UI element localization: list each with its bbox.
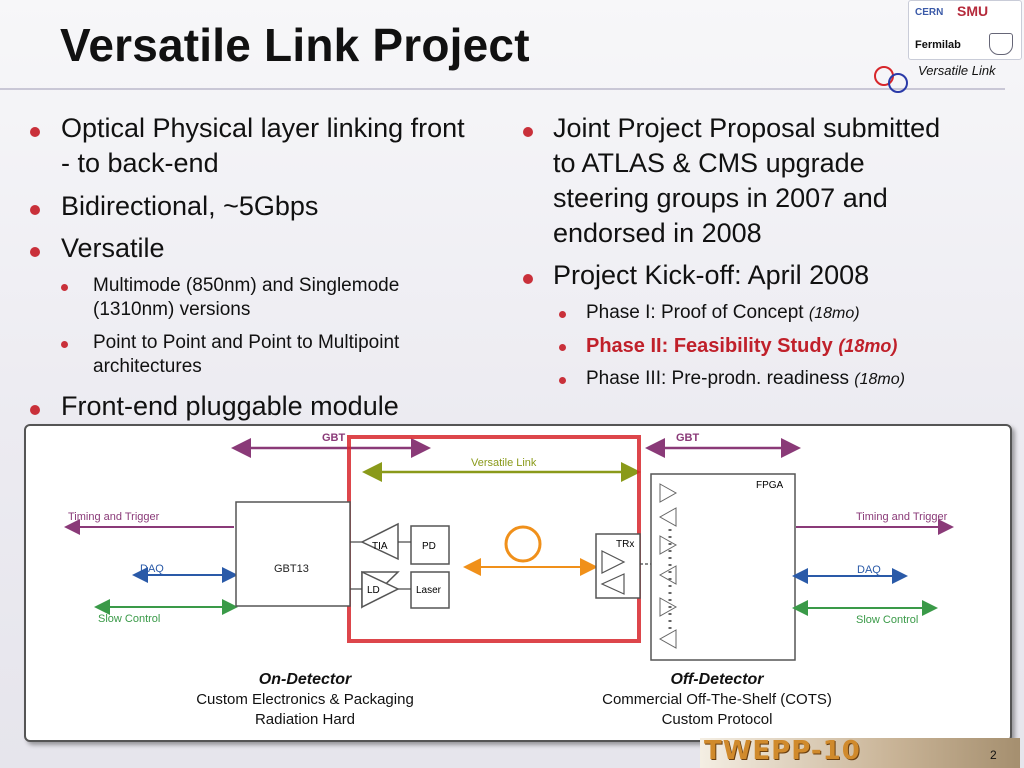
bullet-dot [523,111,533,146]
sub-bullet-modes: Multimode (850nm) and Singlemode [93,275,400,296]
bullet-joint-proposal: Joint Project Proposal submitted [553,113,941,143]
trx-rx-icon [601,550,626,574]
sub-bullet-dot [559,334,566,358]
gbt-right-label: GBT [676,432,700,444]
sub-bullet-dot [61,274,68,298]
sub-bullet-architectures: Point to Point and Point to Multipoint [93,332,400,353]
phase-2-label: Phase II: Feasibility Study [586,335,833,357]
partner-logos: CERN SMU Fermilab [908,0,1022,60]
bullet-dot [30,231,40,266]
timing-right-label: Timing and Trigger [856,511,948,523]
off-detector-line2: Custom Protocol [661,711,773,728]
on-detector-line1: Custom Electronics & Packaging [196,691,414,708]
footer-banner [700,738,1020,768]
phase-2: Phase II: Feasibility Study (18mo) [586,334,897,358]
gbt13-label: GBT13 [274,563,309,575]
timing-left-label: Timing and Trigger [68,511,160,523]
fermilab-logo: Fermilab [915,39,961,51]
fiber-coil-icon [504,525,542,563]
phase-3-label: Phase III: Pre-prodn. readiness [586,368,849,389]
phase-1-label: Phase I: Proof of Concept [586,302,804,323]
trx-tx-icon [600,573,625,595]
phase-3-duration: (18mo) [854,371,905,388]
gbt13-chip [235,501,351,607]
daq-left-label: DAQ [140,563,164,575]
slide-title: Versatile Link Project [60,19,530,71]
fpga-label: FPGA [756,480,784,491]
bullet-dot [30,389,40,424]
on-detector-title: On-Detector [258,671,352,688]
bullet-joint-proposal-l4: endorsed in 2008 [553,218,762,248]
bullet-joint-proposal-l3: steering groups in 2007 and [553,183,888,213]
slow-right-label: Slow Control [856,614,918,626]
versatile-link-label: Versatile Link [471,457,537,469]
trx-label: TRx [616,539,634,550]
ld-label: LD [367,585,380,596]
photodiode-box [410,525,450,565]
gbt-left-label: GBT [322,432,346,444]
bullet-joint-proposal-l2: to ATLAS & CMS upgrade [553,148,865,178]
bullet-pluggable-module: Front-end pluggable module [61,391,399,421]
pd-label: PD [422,541,436,552]
laser-label: Laser [416,585,442,596]
title-rule [0,88,1005,90]
oxford-crest-icon [989,33,1013,55]
brand-label: Versatile Link [918,63,996,78]
slow-left-label: Slow Control [98,613,160,625]
bullet-physical-layer: Optical Physical layer linking front [61,113,465,143]
phase-1: Phase I: Proof of Concept (18mo) [586,301,860,326]
sub-bullet-modes-cont: (1310nm) versions [93,299,251,320]
phase-3: Phase III: Pre-prodn. readiness (18mo) [586,367,905,392]
sub-bullet-architectures-cont: architectures [93,356,202,377]
versatile-link-diagram: GBT GBT Versatile Link Timing and Trigge… [64,432,954,661]
off-detector-line1: Commercial Off-The-Shelf (COTS) [602,691,832,708]
tia-label: TIA [372,541,388,552]
cern-logo: CERN [915,7,944,18]
conference-logo: TWEPP-10 [704,736,861,766]
daq-right-label: DAQ [857,564,881,576]
sub-bullet-dot [559,301,566,325]
page-number: 2 [990,748,997,762]
phase-2-duration: (18mo) [838,336,898,356]
bullet-dot [523,258,533,293]
phase-1-duration: (18mo) [808,305,860,322]
bullet-dot [30,111,40,146]
off-detector-title: Off-Detector [670,671,764,688]
on-detector-line2: Radiation Hard [254,711,356,728]
fpga-transceivers [658,483,678,649]
smu-logo: SMU [957,3,989,19]
sub-bullet-dot [559,367,566,391]
bullet-kickoff: Project Kick-off: April 2008 [553,260,870,290]
sub-bullet-dot [61,331,68,355]
bullet-dot [30,189,40,224]
versatile-link-mark-icon [874,66,908,93]
laser-box [410,571,450,609]
bullet-physical-layer-cont: - to back-end [61,148,219,178]
bullet-versatile: Versatile [61,233,165,263]
bullet-bidirectional: Bidirectional, ~5Gbps [61,191,319,221]
